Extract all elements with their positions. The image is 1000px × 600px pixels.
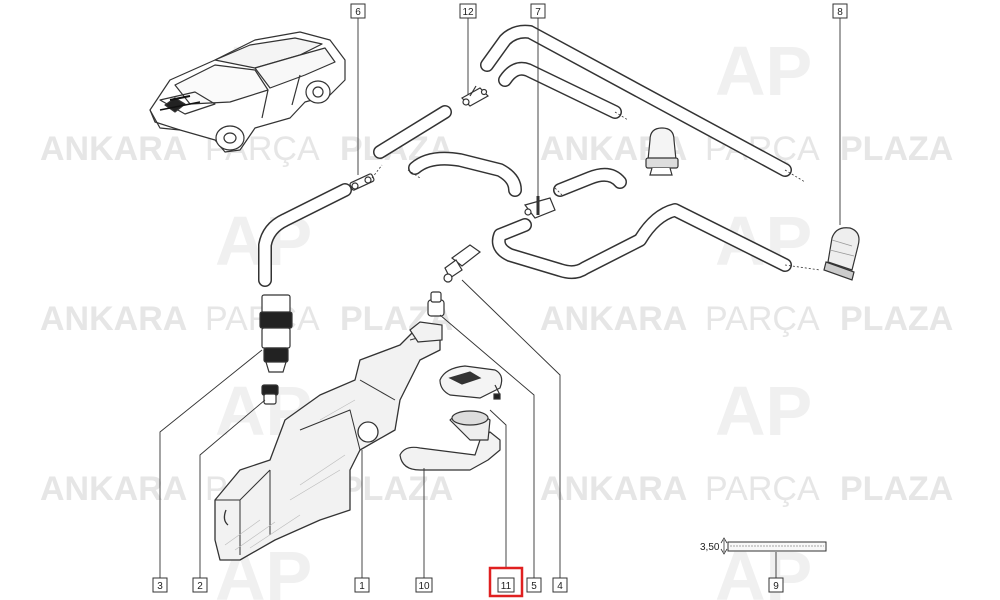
callout-12[interactable]: 12 bbox=[459, 3, 477, 19]
t-connector bbox=[523, 196, 556, 219]
watermark-word: ANKARA bbox=[40, 130, 187, 168]
callout-label: 6 bbox=[355, 7, 361, 18]
washer-reservoir bbox=[214, 329, 441, 561]
callout-boxes: 6 12 7 8 3 2 1 10 bbox=[152, 3, 848, 598]
highlight-frame bbox=[488, 566, 524, 598]
dimension-indicator: 3,50 bbox=[700, 537, 827, 555]
callout-label: 8 bbox=[837, 7, 843, 18]
connector-twelve bbox=[461, 85, 489, 107]
callout-label: 10 bbox=[418, 581, 430, 592]
watermark-word: ANKARA bbox=[40, 470, 187, 508]
connectors bbox=[349, 85, 821, 317]
callout-4[interactable]: 4 bbox=[552, 577, 568, 593]
callout-9[interactable]: 9 bbox=[768, 577, 784, 593]
watermark-word: PLAZA bbox=[840, 470, 953, 508]
watermark-word: PLAZA bbox=[840, 300, 953, 338]
hose-network bbox=[258, 24, 792, 287]
car-illustration bbox=[149, 31, 346, 153]
callout-label: 9 bbox=[773, 581, 779, 592]
washer-jet-upper bbox=[645, 127, 679, 176]
callout-label: 3 bbox=[157, 581, 163, 592]
watermark-word: ANKARA bbox=[540, 300, 687, 338]
watermark-text-row: ANKARA PARÇA PLAZA ANKARA PARÇA PLAZA bbox=[40, 300, 953, 338]
inline-connector bbox=[349, 173, 375, 191]
callout-label: 4 bbox=[557, 581, 563, 592]
watermark-word: PARÇA bbox=[705, 470, 820, 508]
filler-cap bbox=[439, 365, 503, 400]
callout-3[interactable]: 3 bbox=[152, 577, 168, 593]
callout-7[interactable]: 7 bbox=[530, 3, 546, 19]
callout-label: 5 bbox=[531, 581, 537, 592]
callout-2[interactable]: 2 bbox=[192, 577, 208, 593]
callout-label: 11 bbox=[501, 581, 512, 592]
callout-label: 7 bbox=[535, 7, 541, 18]
callout-11[interactable]: 11 bbox=[488, 566, 524, 598]
watermark-word: ANKARA bbox=[540, 470, 687, 508]
leader-lines bbox=[159, 18, 841, 578]
pump-seal bbox=[261, 384, 279, 405]
watermark-text-row: ANKARA PARÇA PLAZA ANKARA PARÇA PLAZA bbox=[40, 470, 953, 508]
watermark-word: PARÇA bbox=[705, 300, 820, 338]
callout-label: 12 bbox=[462, 7, 474, 18]
washer-pump bbox=[259, 294, 293, 373]
watermark-word: ANKARA bbox=[40, 300, 187, 338]
callout-8[interactable]: 8 bbox=[832, 3, 848, 19]
callout-label: 2 bbox=[197, 581, 203, 592]
watermark-logo: AP bbox=[715, 32, 812, 110]
reservoir-neck bbox=[409, 321, 443, 343]
filler-neck bbox=[399, 410, 501, 471]
callout-5[interactable]: 5 bbox=[526, 577, 542, 593]
callout-label: 1 bbox=[359, 581, 365, 592]
watermark-logo: AP bbox=[715, 372, 812, 450]
dimension-label: 3,50 bbox=[700, 542, 720, 553]
watermark-word: PLAZA bbox=[840, 130, 953, 168]
pump-outlet-connector bbox=[443, 244, 482, 283]
grommet bbox=[427, 291, 445, 317]
callout-6[interactable]: 6 bbox=[350, 3, 366, 19]
washer-jet-lower bbox=[823, 227, 860, 281]
callout-1[interactable]: 1 bbox=[354, 577, 370, 593]
watermark-word: PLAZA bbox=[340, 470, 453, 508]
callout-10[interactable]: 10 bbox=[415, 577, 433, 593]
